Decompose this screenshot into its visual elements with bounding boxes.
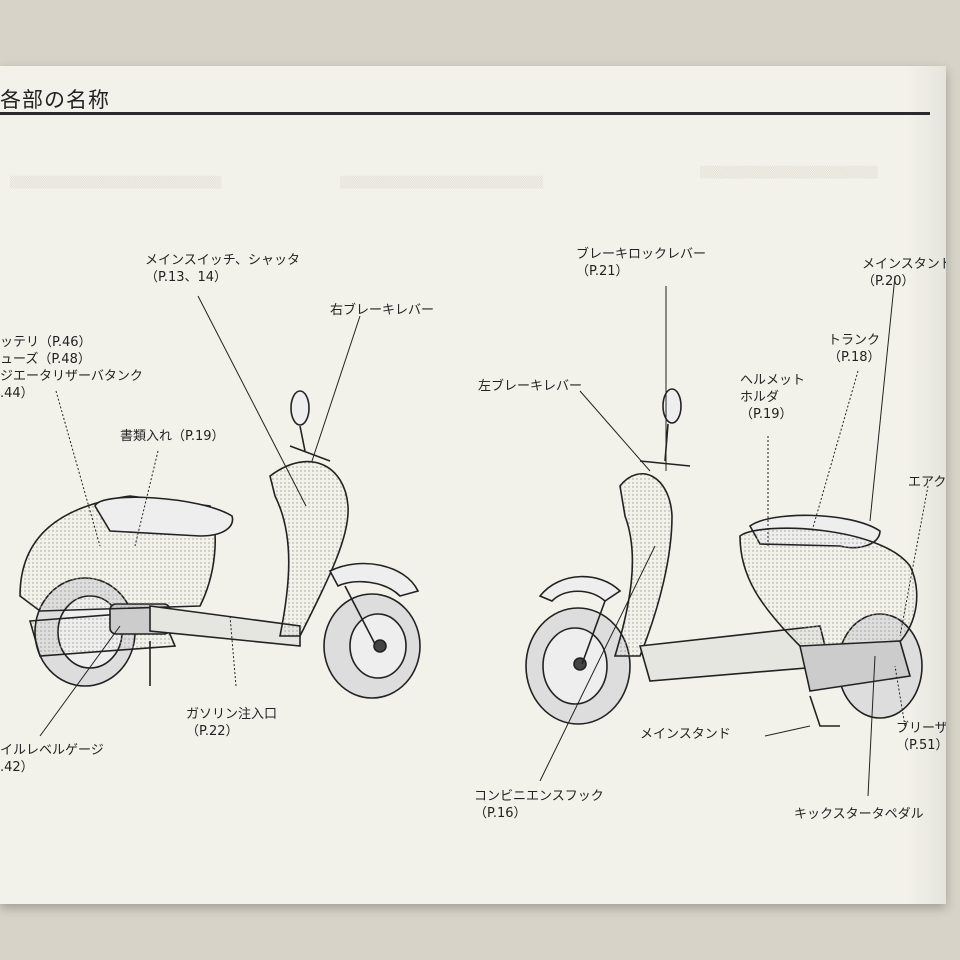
label-gasoline-inlet: ガソリン注入口 （P.22） bbox=[186, 706, 277, 740]
label-brake-lock-lever: ブレーキロックレバー （P.21） bbox=[576, 246, 706, 280]
label-main-switch: メインスイッチ、シャッタ （P.13、14） bbox=[145, 252, 300, 286]
breather-ref: （P.51） bbox=[896, 738, 946, 753]
scooter-illustrations bbox=[19, 275, 929, 797]
main-switch-ref: （P.13、14） bbox=[145, 270, 228, 285]
label-battery: ッテリ（P.46） bbox=[0, 335, 92, 350]
bleed-through-text: ▒▒▒▒▒▒▒▒▒▒▒▒▒▒▒▒▒▒▒▒▒ bbox=[700, 166, 878, 179]
label-trunk: トランク （P.18） bbox=[828, 332, 881, 366]
trunk-name: トランク bbox=[828, 333, 881, 348]
label-radiator-ref: .44） bbox=[0, 386, 34, 401]
gasoline-name: ガソリン注入口 bbox=[186, 707, 278, 722]
brake-lock-name: ブレーキロックレバー bbox=[576, 247, 707, 262]
convenience-hook-name: コンビニエンスフック bbox=[474, 789, 604, 804]
leader-lines-right bbox=[539, 275, 929, 797]
oil-gauge-name: イルレベルゲージ bbox=[0, 743, 104, 758]
bleed-through-text: ▒▒▒▒▒▒▒▒▒▒▒▒▒▒▒▒▒▒▒▒▒▒▒▒▒ bbox=[10, 176, 222, 189]
label-fuse: ューズ（P.48） bbox=[0, 352, 91, 367]
bleed-through-text: ▒▒▒▒▒▒▒▒▒▒▒▒▒▒▒▒▒▒▒▒▒▒▒▒ bbox=[340, 176, 544, 189]
label-helmet-holder: ヘルメット ホルダ （P.19） bbox=[740, 372, 805, 423]
helmet-holder-ref: （P.19） bbox=[740, 407, 793, 422]
breather-name: ブリーザド bbox=[896, 721, 946, 736]
label-right-brake-lever: 右ブレーキレバー bbox=[330, 303, 435, 318]
scooter-left-side-view bbox=[19, 390, 421, 699]
brake-lock-ref: （P.21） bbox=[576, 264, 629, 279]
title-rule bbox=[0, 112, 930, 115]
label-main-stand: メインスタンド bbox=[640, 727, 731, 742]
label-breather: ブリーザド （P.51） bbox=[896, 720, 946, 754]
page-title: 各部の名称 bbox=[0, 88, 110, 112]
scooter-right-side-view bbox=[525, 388, 923, 727]
helmet-holder-name-1: ヘルメット bbox=[740, 373, 806, 388]
trunk-ref: （P.18） bbox=[828, 350, 881, 365]
label-document-holder: 書類入れ（P.19） bbox=[120, 429, 225, 444]
helmet-holder-name-2: ホルダ bbox=[740, 390, 780, 405]
label-left-brake-lever: 左ブレーキレバー bbox=[478, 379, 583, 394]
convenience-hook-ref: （P.16） bbox=[474, 806, 527, 821]
page-shadow bbox=[906, 66, 946, 904]
leader-lines-left bbox=[39, 295, 361, 737]
label-main-stand-top: メインスタンドロ （P.20） bbox=[862, 256, 946, 290]
oil-gauge-ref: .42） bbox=[0, 760, 34, 775]
manual-page: 各部の名称 ▒▒▒▒▒▒▒▒▒▒▒▒▒▒▒▒▒▒▒▒▒▒▒▒▒ ▒▒▒▒▒▒▒▒… bbox=[0, 66, 946, 904]
main-stand-top-name: メインスタンドロ bbox=[862, 257, 946, 272]
main-stand-top-ref: （P.20） bbox=[862, 274, 915, 289]
label-convenience-hook: コンビニエンスフック （P.16） bbox=[474, 788, 604, 822]
label-kick-starter-pedal: キックスタータペダル bbox=[794, 807, 924, 822]
label-oil-level-gauge: イルレベルゲージ .42） bbox=[0, 742, 104, 776]
label-radiator-reserve-tank: ジエータリザーバタンク bbox=[0, 369, 143, 384]
label-air-cleaner: エアクリ bbox=[908, 475, 946, 490]
main-switch-name: メインスイッチ、シャッタ bbox=[145, 253, 300, 268]
gasoline-ref: （P.22） bbox=[186, 724, 239, 739]
